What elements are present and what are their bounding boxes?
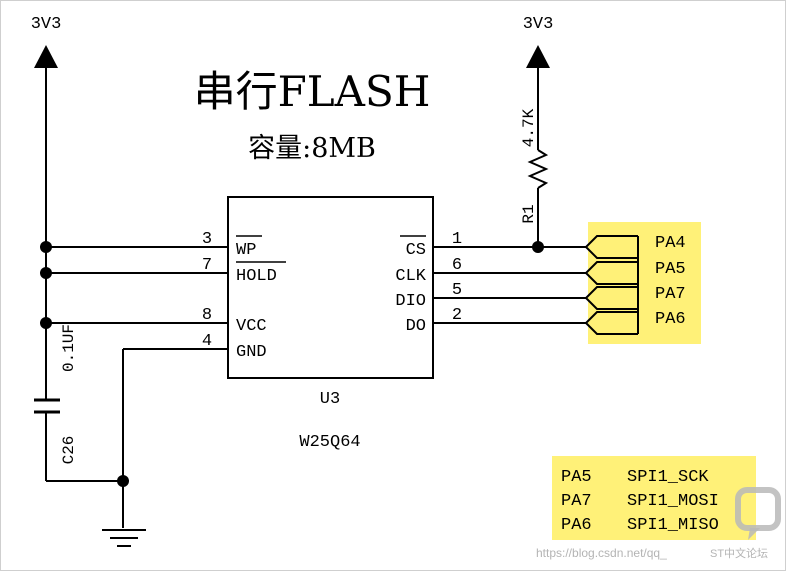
net-label: PA5 [655, 260, 686, 279]
pin-number: 8 [202, 306, 212, 325]
net-label: PA7 [655, 285, 686, 304]
chip-ref: U3 [320, 390, 340, 409]
power-label-right: 3V3 [523, 15, 554, 34]
pin-label: CLK [395, 267, 426, 286]
pin-number: 7 [202, 256, 212, 275]
pin-number: 6 [452, 256, 462, 275]
pin-label: HOLD [236, 267, 277, 286]
pin-label: VCC [236, 317, 267, 336]
spi-map-pin: PA5 [561, 468, 592, 487]
power-label-left: 3V3 [31, 15, 62, 34]
capacitor-name: C26 [60, 436, 78, 465]
capacitor-value: 0.1UF [60, 324, 78, 372]
net-label: PA6 [655, 310, 686, 329]
chip-part: W25Q64 [299, 433, 360, 452]
pin-number: 1 [452, 230, 462, 249]
page-title: 串行FLASH [194, 67, 431, 116]
watermark-url: https://blog.csdn.net/qq_ [536, 546, 667, 560]
watermark-logo-text: ST中文论坛 [710, 546, 768, 560]
power-arrow-right [526, 45, 550, 68]
pin-label: DO [406, 317, 426, 336]
pin-label: WP [236, 241, 256, 260]
pin-number: 2 [452, 306, 462, 325]
resistor-name: R1 [520, 204, 538, 223]
pin-number: 3 [202, 230, 212, 249]
spi-map-highlight [552, 456, 756, 540]
pin-label: DIO [395, 292, 426, 311]
spi-map-pin: PA6 [561, 516, 592, 535]
spi-map-func: SPI1_MISO [627, 516, 719, 535]
spi-map-func: SPI1_MOSI [627, 492, 719, 511]
spi-map-func: SPI1_SCK [627, 468, 709, 487]
pin-label: CS [406, 241, 426, 260]
pin-number: 4 [202, 332, 212, 351]
power-arrow-left [34, 45, 58, 68]
pin-number: 5 [452, 281, 462, 300]
net-label: PA4 [655, 234, 686, 253]
resistor-value: 4.7K [520, 108, 538, 147]
junctions [40, 241, 544, 487]
spi-map-pin: PA7 [561, 492, 592, 511]
pin-label: GND [236, 343, 267, 362]
capacity-label: 容量:8MB [248, 133, 376, 164]
watermark-logo-icon [735, 487, 781, 540]
